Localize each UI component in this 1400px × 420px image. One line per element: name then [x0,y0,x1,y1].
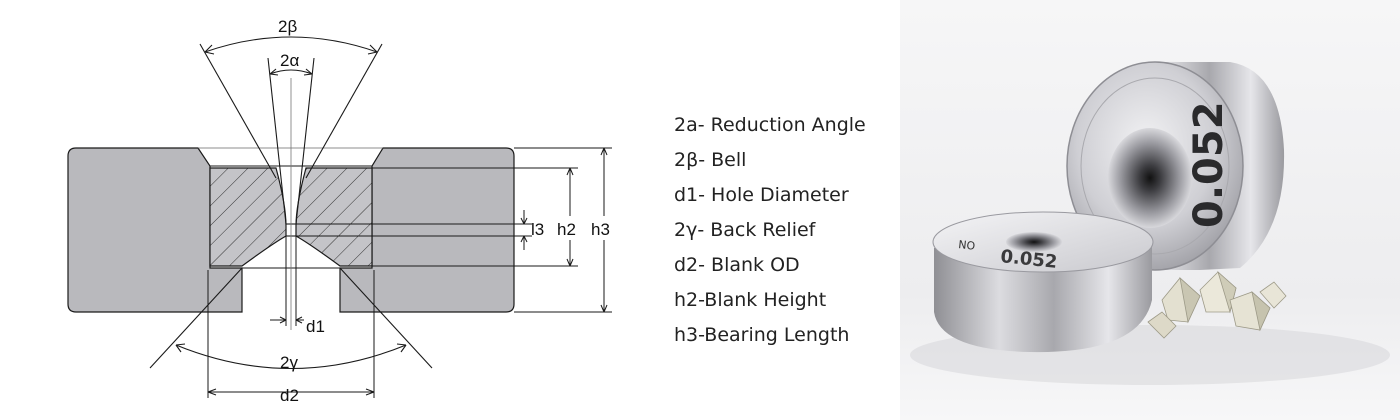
parameter-legend: 2a- Reduction Angle 2β- Bell d1- Hole Di… [674,110,866,355]
reduction-angle-lines [267,57,315,225]
back-relief-angle-lines [149,267,433,370]
bearing-label: l3 [531,220,544,239]
legend-item-blank-od: d2- Blank OD [674,254,800,276]
bearing-dimension [296,210,532,250]
legend-item-blank-height: h2-Blank Height [674,289,827,311]
total-height-dimension [514,147,612,313]
reduction-angle-label: 2α [280,51,299,70]
small-die: NO 0.052 [932,211,1154,353]
hole-diameter-label: d1 [306,317,325,336]
large-die-marking: 0.052 [1186,101,1232,228]
die-casing [67,147,515,313]
rough-diamonds [1147,270,1287,339]
diamond-blank [209,167,373,267]
back-relief-angle-label: 2γ [280,353,298,372]
legend-item-back-relief: 2γ- Back Relief [674,219,816,241]
blank-height-label: h2 [557,220,576,239]
small-die-prefix: NO [958,238,976,253]
bell-angle-label: 2β [278,17,297,36]
die-cross-section-diagram: 2β 2α 2γ d1 d2 [67,17,612,405]
legend-item-bearing-length: h3-Bearing Length [674,324,850,346]
bell-angle-lines [199,36,383,179]
legend-item-bell: 2β- Bell [674,149,747,171]
legend-item-hole-diameter: d1- Hole Diameter [674,184,849,206]
blank-height-dimension [372,167,578,267]
total-height-label: h3 [591,220,610,239]
hole-diameter-dimension [270,236,304,326]
blank-od-label: d2 [280,386,299,405]
large-die-hole [1108,128,1192,228]
product-photo: 0.052 NO 0.052 [900,0,1400,420]
blank-od-dimension [207,270,375,398]
small-die-hole [1006,232,1062,252]
legend-item-reduction-angle: 2a- Reduction Angle [674,114,866,136]
